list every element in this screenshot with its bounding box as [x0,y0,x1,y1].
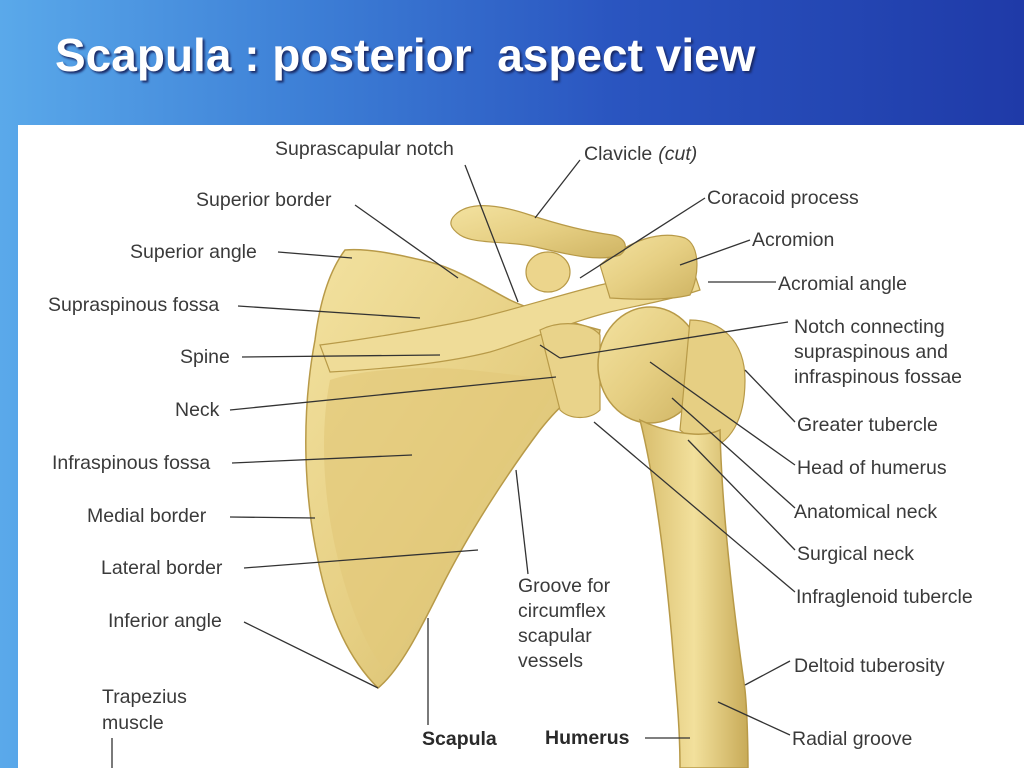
label-surgical-neck: Surgical neck [797,543,914,565]
label-groove-4: vessels [518,650,583,672]
label-notch-connecting-1: Notch connecting [794,316,945,338]
label-notch-connecting-3: infraspinous fossae [794,366,962,388]
coracoid-shape [525,251,571,293]
label-clavicle: Clavicle (cut) [584,143,697,165]
label-groove-1: Groove for [518,575,611,597]
infraspinous-region [324,368,560,670]
greater-tubercle-shape [679,319,746,451]
label-clavicle-name: Clavicle [584,143,652,165]
label-radial-groove: Radial groove [792,728,912,750]
label-coracoid-process: Coracoid process [707,187,859,209]
label-deltoid-tuberosity: Deltoid tuberosity [794,655,945,677]
label-acromion: Acromion [752,229,834,251]
label-inferior-angle: Inferior angle [108,610,222,632]
leader-lines [111,159,796,768]
label-spine: Spine [180,346,230,368]
slide-title: Scapula : posterior aspect view [55,29,756,81]
label-humerus: Humerus [545,727,630,749]
label-greater-tubercle: Greater tubercle [797,414,938,436]
label-scapula: Scapula [422,728,497,750]
label-groove-2: circumflex [518,600,606,622]
label-acromial-angle: Acromial angle [778,273,907,295]
label-notch-connecting-2: supraspinous and [794,341,948,363]
label-superior-angle: Superior angle [130,241,257,263]
label-neck: Neck [175,399,220,421]
label-clavicle-cut: (cut) [658,143,697,165]
label-head-of-humerus: Head of humerus [797,457,947,479]
scapular-spine [319,259,701,373]
label-infraspinous-fossa: Infraspinous fossa [52,452,210,474]
label-infraglenoid-tubercle: Infraglenoid tubercle [796,586,973,608]
label-medial-border: Medial border [87,505,207,527]
label-lateral-border: Lateral border [101,557,223,579]
label-trapezius-2: muscle [102,712,164,734]
label-groove-3: scapular [518,625,592,647]
label-suprascapular-notch: Suprascapular notch [275,138,454,160]
label-trapezius-1: Trapezius [102,686,187,708]
clavicle-shape [450,205,626,259]
label-superior-border: Superior border [196,189,332,211]
label-anatomical-neck: Anatomical neck [794,501,937,523]
humerus-shaft [638,418,749,768]
label-supraspinous-fossa: Supraspinous fossa [48,294,219,316]
